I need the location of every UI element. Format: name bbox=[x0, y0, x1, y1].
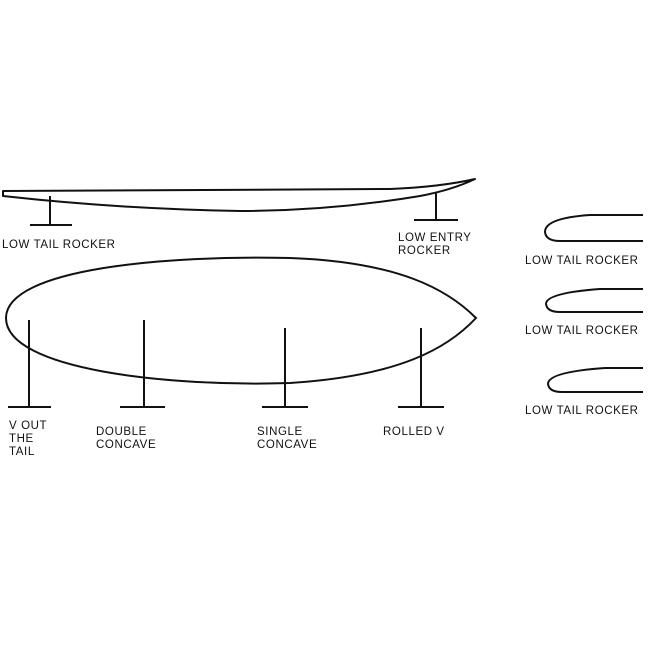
rolled-v-label: ROLLED V bbox=[383, 426, 445, 438]
rail-profile-label: LOW TAIL ROCKER bbox=[525, 325, 639, 337]
rail-profile-label: LOW TAIL ROCKER bbox=[525, 405, 639, 417]
rail-profiles: LOW TAIL ROCKER LOW TAIL ROCKER LOW TAIL… bbox=[525, 214, 643, 417]
single-concave-label: SINGLE CONCAVE bbox=[257, 426, 317, 451]
rail-profile-shape bbox=[547, 367, 643, 393]
entry-rocker-label-line: LOW ENTRY bbox=[398, 232, 471, 244]
rail-profile-shape bbox=[545, 288, 643, 313]
v-out-the-tail-label-line: TAIL bbox=[9, 446, 35, 458]
v-out-the-tail-label-line: THE bbox=[9, 433, 34, 445]
double-concave-label-line: CONCAVE bbox=[96, 439, 156, 451]
double-concave-label: DOUBLE CONCAVE bbox=[96, 426, 156, 451]
entry-rocker-label-line: ROCKER bbox=[398, 245, 451, 257]
single-concave-label-line: CONCAVE bbox=[257, 439, 317, 451]
v-out-the-tail-label: V OUT THE TAIL bbox=[9, 420, 51, 458]
entry-rocker-label: LOW ENTRY ROCKER bbox=[398, 232, 475, 257]
tail-rocker-label: LOW TAIL ROCKER bbox=[2, 239, 116, 251]
double-concave-label-line: DOUBLE bbox=[96, 426, 147, 438]
board-side-outline bbox=[2, 178, 476, 212]
bottom-contours: V OUT THE TAIL DOUBLE CONCAVE SINGLE CON… bbox=[4, 256, 478, 458]
rail-profile-label: LOW TAIL ROCKER bbox=[525, 255, 639, 267]
v-out-the-tail-label-line: V OUT bbox=[9, 420, 47, 432]
rocker-profile: LOW TAIL ROCKER LOW ENTRY ROCKER bbox=[2, 178, 476, 257]
rail-profile-shape bbox=[544, 214, 643, 242]
board-plan-outline bbox=[4, 256, 478, 385]
single-concave-label-line: SINGLE bbox=[257, 426, 303, 438]
